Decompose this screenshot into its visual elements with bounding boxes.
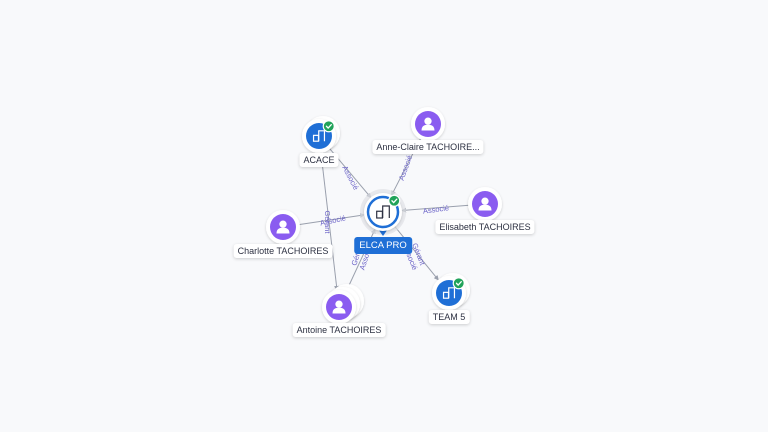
node-label-charlotte[interactable]: Charlotte TACHOIRES xyxy=(233,244,333,258)
check-badge-icon xyxy=(322,120,335,133)
edge-line xyxy=(393,225,439,281)
edge-label: Gérant xyxy=(323,211,332,235)
check-badge-icon xyxy=(452,277,465,290)
edge-line xyxy=(401,204,470,213)
node-anne[interactable] xyxy=(411,107,445,141)
node-elisabeth[interactable] xyxy=(468,187,502,221)
node-elca[interactable] xyxy=(360,189,406,236)
edge-label: Associé xyxy=(340,164,360,191)
edge-acace-antoine: Gérant xyxy=(320,151,340,291)
node-charlotte[interactable] xyxy=(266,210,300,244)
node-label-elisabeth[interactable]: Elisabeth TACHOIRES xyxy=(435,220,535,234)
node-antoine[interactable] xyxy=(322,284,364,324)
node-label-team5[interactable]: TEAM 5 xyxy=(428,310,470,324)
edge-line xyxy=(298,212,366,226)
node-label-acace[interactable]: ACACE xyxy=(299,153,339,167)
edge-elisabeth-elca: Associé xyxy=(401,203,470,216)
edge-line xyxy=(320,151,340,291)
edge-label: Associé xyxy=(397,154,414,182)
node-acace[interactable] xyxy=(302,116,340,153)
node-label-antoine[interactable]: Antoine TACHOIRES xyxy=(292,323,386,337)
check-badge-icon xyxy=(388,194,401,207)
node-label-elca[interactable]: ELCA PRO xyxy=(354,237,412,254)
node-label-anne[interactable]: Anne-Claire TACHOIRE... xyxy=(372,140,484,154)
edge-label: Associé xyxy=(422,203,449,216)
node-team5[interactable] xyxy=(432,273,470,310)
